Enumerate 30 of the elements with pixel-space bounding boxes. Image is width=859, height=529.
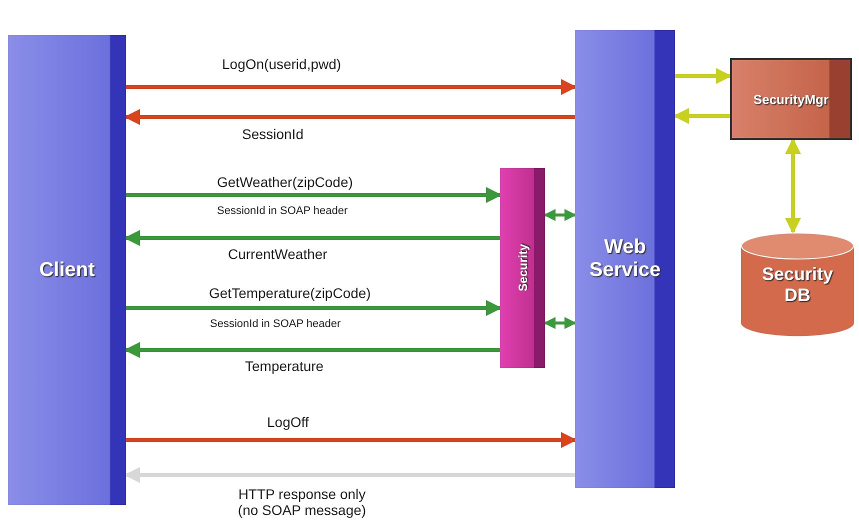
arrow (124, 467, 575, 483)
node-label: Web Service (588, 236, 662, 282)
edge-label: GetWeather(zipCode) (215, 174, 355, 190)
edge-label: GetTemperature(zipCode) (207, 285, 373, 301)
node-label: SecurityMgr (752, 92, 830, 106)
arrow (126, 300, 502, 316)
arrow (675, 68, 732, 84)
component-box (730, 58, 852, 140)
edge-label: LogOn(userid,pwd) (220, 56, 344, 72)
arrow (544, 209, 576, 221)
node-label: Security DB (760, 264, 834, 306)
arrow (544, 317, 576, 329)
lifeline-bar (575, 30, 675, 488)
edge-label: SessionId (240, 126, 306, 142)
arrow (124, 230, 500, 246)
edge-label: Temperature (243, 358, 326, 374)
node-label: Client (38, 258, 96, 282)
arrow (124, 109, 575, 125)
lifeline-bar (500, 168, 545, 368)
edge-label: CurrentWeather (226, 246, 330, 262)
lifeline-bar (8, 35, 126, 505)
node-label: Security (516, 244, 530, 292)
arrow (126, 187, 502, 203)
arrow (126, 432, 577, 448)
arrow (126, 79, 577, 95)
arrow (673, 108, 730, 124)
arrow (124, 342, 500, 358)
database-cylinder (740, 232, 855, 337)
arrow (785, 138, 801, 234)
edge-label: LogOff (265, 414, 311, 430)
